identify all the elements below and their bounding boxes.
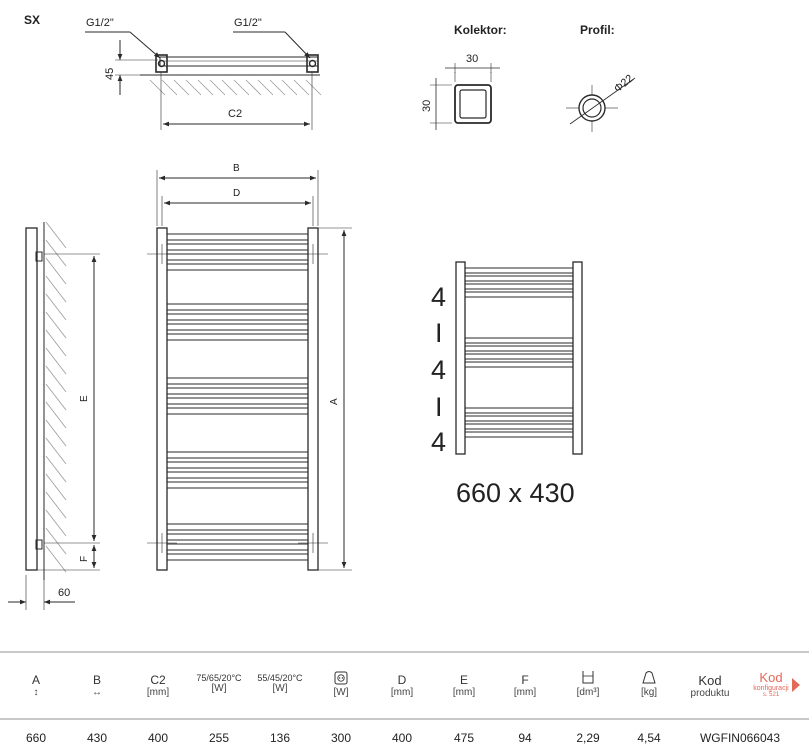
model-code: SX <box>24 13 41 27</box>
col-power55-unit: [W] <box>272 683 288 694</box>
arrow-right-icon <box>792 678 800 692</box>
dim-c2: C2 <box>228 108 243 120</box>
rung-group-2: 4 <box>431 355 447 385</box>
collector-title: Kolektor: <box>454 23 507 37</box>
value-power-75: 255 <box>208 731 230 745</box>
value-c2: 400 <box>147 731 169 745</box>
water-capacity-icon <box>582 671 594 684</box>
value-electric: 300 <box>330 731 352 745</box>
col-header-power-55: 55/45/20°C [W] <box>250 673 310 694</box>
collector-width: 30 <box>466 53 479 65</box>
value-power-55: 136 <box>269 731 291 745</box>
col-header-a: A ↕ <box>6 673 66 698</box>
col-header-c2: C2 [mm] <box>128 673 188 698</box>
value-capacity: 2,29 <box>576 731 600 745</box>
collector-height: 30 <box>421 99 433 112</box>
value-f: 94 <box>518 731 532 745</box>
col-b-unit: ↔ <box>92 687 102 698</box>
rung-separator-2: I <box>435 392 443 422</box>
col-header-power-75: 75/65/20°C [W] <box>189 673 249 694</box>
kod-konf-sub1: konfiguracji <box>753 685 789 692</box>
weight-icon <box>642 671 656 684</box>
col-capacity-unit: [dm³] <box>576 687 600 698</box>
front-view <box>147 170 352 571</box>
col-e-label: E <box>459 673 468 687</box>
value-weight: 4,54 <box>637 731 661 745</box>
profile-title: Profil: <box>580 23 615 37</box>
rung-group-3: 4 <box>431 427 447 457</box>
col-c2-unit: [mm] <box>146 687 170 698</box>
thread-label-left: G1/2" <box>86 17 114 29</box>
table-mid-divider <box>0 718 809 720</box>
col-a-unit: ↕ <box>33 687 39 698</box>
rung-separator-1: I <box>435 318 443 348</box>
col-header-kod: Kod produktu <box>680 673 740 699</box>
col-header-electric: [W] <box>311 671 371 698</box>
value-product-code: WGFIN066043 <box>699 731 781 745</box>
col-power55-label: 55/45/20°C <box>257 673 303 683</box>
rung-layout-sketch <box>455 261 583 455</box>
col-d-unit: [mm] <box>390 687 414 698</box>
col-b-label: B <box>92 673 101 687</box>
col-weight-unit: [kg] <box>640 687 658 698</box>
technical-drawing <box>8 31 636 610</box>
top-view <box>85 31 322 130</box>
thread-label-right: G1/2" <box>234 17 262 29</box>
col-f-unit: [mm] <box>513 687 537 698</box>
col-f-label: F <box>521 673 529 687</box>
dim-side-depth: 60 <box>58 587 71 599</box>
electric-socket-icon <box>334 671 348 685</box>
value-d: 400 <box>391 731 413 745</box>
value-e: 475 <box>453 731 475 745</box>
col-header-f: F [mm] <box>495 673 555 698</box>
col-power75-unit: [W] <box>211 683 227 694</box>
value-b: 430 <box>86 731 108 745</box>
col-header-weight: [kg] <box>619 670 679 698</box>
col-a-label: A <box>31 673 40 687</box>
table-top-divider <box>0 651 809 653</box>
col-header-d: D [mm] <box>372 673 432 698</box>
col-power75-label: 75/65/20°C <box>196 673 242 683</box>
col-header-capacity: [dm³] <box>558 670 618 698</box>
col-c2-label: C2 <box>150 673 166 687</box>
kod-konf-label: Kod <box>759 670 783 685</box>
dim-d: D <box>233 188 241 199</box>
col-kod-label: Kod <box>698 673 722 688</box>
kod-konf-sub2: s. 521 <box>762 692 780 698</box>
col-header-kod-konfiguracji: Kod konfiguracji s. 521 <box>742 670 800 698</box>
dim-b: B <box>233 163 240 174</box>
dim-e: E <box>79 395 90 402</box>
col-d-label: D <box>397 673 407 687</box>
col-header-b: B ↔ <box>67 673 127 698</box>
col-header-e: E [mm] <box>434 673 494 698</box>
rung-group-1: 4 <box>431 282 447 312</box>
side-view <box>8 221 100 610</box>
col-kod-unit: produktu <box>690 688 730 699</box>
dim-a: A <box>329 398 340 405</box>
col-electric-unit: [W] <box>333 687 349 698</box>
dim-top-depth: 45 <box>104 67 116 80</box>
col-e-unit: [mm] <box>452 687 476 698</box>
dim-f: F <box>79 555 90 562</box>
size-label: 660 x 430 <box>456 478 575 508</box>
collector-section <box>430 63 500 130</box>
value-a: 660 <box>25 731 47 745</box>
tube-profile-section <box>566 77 636 132</box>
